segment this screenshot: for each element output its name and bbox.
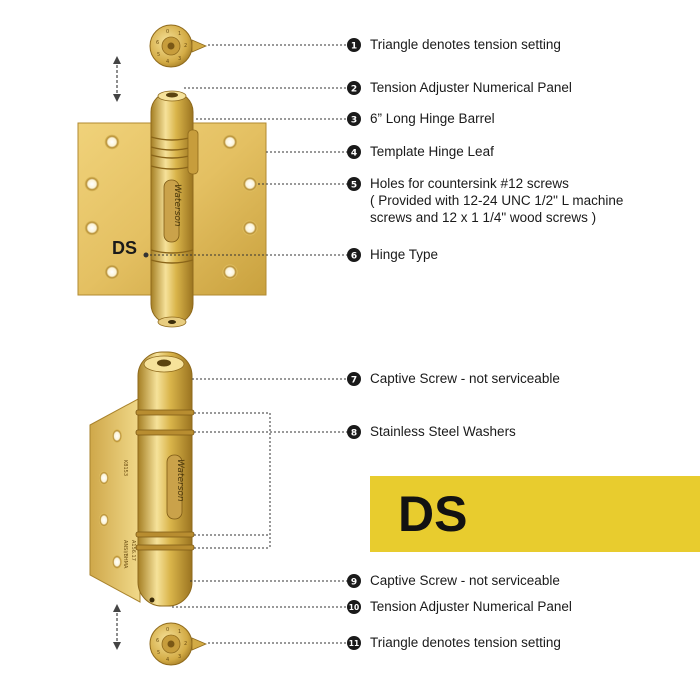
badge-1: 1 <box>347 38 361 52</box>
move-arrow-top <box>113 56 121 102</box>
move-arrow-bottom <box>113 604 121 650</box>
callout-4-label: Template Hinge Leaf <box>370 144 494 159</box>
svg-text:7: 7 <box>351 376 357 386</box>
svg-text:3: 3 <box>178 654 181 660</box>
svg-text:6: 6 <box>351 252 357 262</box>
svg-text:4: 4 <box>351 149 357 159</box>
callout-10-label: Tension Adjuster Numerical Panel <box>370 599 572 614</box>
svg-text:0: 0 <box>166 29 169 35</box>
callout-11-label: Triangle denotes tension setting <box>370 635 561 650</box>
svg-text:6: 6 <box>156 638 159 644</box>
callout-9-label: Captive Screw - not serviceable <box>370 573 560 588</box>
badge-9: 9 <box>347 574 361 588</box>
badge-11: 11 <box>347 636 361 650</box>
leader-lines <box>146 44 347 644</box>
svg-text:4: 4 <box>166 59 169 65</box>
hinge-front-view: Waterson <box>77 90 267 328</box>
brand-text-bottom: Waterson <box>175 459 185 502</box>
banner-text: DS <box>398 486 468 542</box>
svg-text:6: 6 <box>156 40 159 46</box>
screw-holes-right <box>222 134 258 280</box>
svg-text:5: 5 <box>351 181 357 191</box>
callout-5-label: Holes for countersink #12 screws ( Provi… <box>370 175 670 226</box>
brand-text-top: Waterson <box>172 184 182 227</box>
svg-text:11: 11 <box>349 639 359 648</box>
callout-badges: 1 2 3 4 5 6 7 8 9 10 11 <box>347 38 361 650</box>
badge-7: 7 <box>347 372 361 386</box>
hinge-side-view: K8153 ANSI/BHMA A156.17 Waterson <box>89 351 195 607</box>
tension-disc-bottom: 0 12 3 45 6 <box>149 622 208 666</box>
svg-text:ANSI/BHMA: ANSI/BHMA <box>122 540 128 569</box>
svg-text:5: 5 <box>157 52 160 58</box>
badge-10: 10 <box>347 600 361 614</box>
svg-text:10: 10 <box>349 603 359 612</box>
callout-2-label: Tension Adjuster Numerical Panel <box>370 80 572 95</box>
svg-text:3: 3 <box>351 116 357 126</box>
brand-logo-bottom: Waterson <box>166 454 185 520</box>
callout-8-label: Stainless Steel Washers <box>370 424 516 439</box>
svg-text:2: 2 <box>351 85 357 95</box>
svg-text:4: 4 <box>166 657 169 663</box>
svg-text:3: 3 <box>178 56 181 62</box>
callout-5-line-3: screws and 12 x 1 1/4" wood screws ) <box>370 210 597 225</box>
svg-text:2: 2 <box>184 641 187 647</box>
svg-text:2: 2 <box>184 43 187 49</box>
callout-7-label: Captive Screw - not serviceable <box>370 371 560 386</box>
badge-8: 8 <box>347 425 361 439</box>
svg-text:0: 0 <box>166 627 169 633</box>
badge-5: 5 <box>347 177 361 191</box>
svg-text:1: 1 <box>351 42 357 52</box>
hinge-type-banner: DS <box>370 476 700 552</box>
screw-holes-side <box>99 429 122 569</box>
callout-5-line-1: Holes for countersink #12 screws <box>370 176 569 191</box>
badge-3: 3 <box>347 112 361 126</box>
svg-text:8: 8 <box>351 429 357 439</box>
svg-text:5: 5 <box>157 650 160 656</box>
screw-holes-left <box>84 134 120 280</box>
badge-2: 2 <box>347 81 361 95</box>
svg-text:K8153: K8153 <box>122 460 128 476</box>
tension-disc-top: 0 12 3 45 6 <box>149 24 208 68</box>
badge-6: 6 <box>347 248 361 262</box>
callout-6-label: Hinge Type <box>370 247 439 262</box>
callout-5-line-2: ( Provided with 12-24 UNC 1/2" L machine <box>370 193 624 208</box>
callout-3-label: 6” Long Hinge Barrel <box>370 111 495 126</box>
hinge-type-label: DS <box>112 238 138 258</box>
svg-text:9: 9 <box>351 578 357 588</box>
callout-1-label: Triangle denotes tension setting <box>370 37 561 52</box>
brand-logo-top: Waterson <box>163 179 182 243</box>
svg-text:1: 1 <box>178 31 181 37</box>
badge-4: 4 <box>347 145 361 159</box>
svg-text:1: 1 <box>178 629 181 635</box>
svg-text:A156.17: A156.17 <box>130 540 136 561</box>
